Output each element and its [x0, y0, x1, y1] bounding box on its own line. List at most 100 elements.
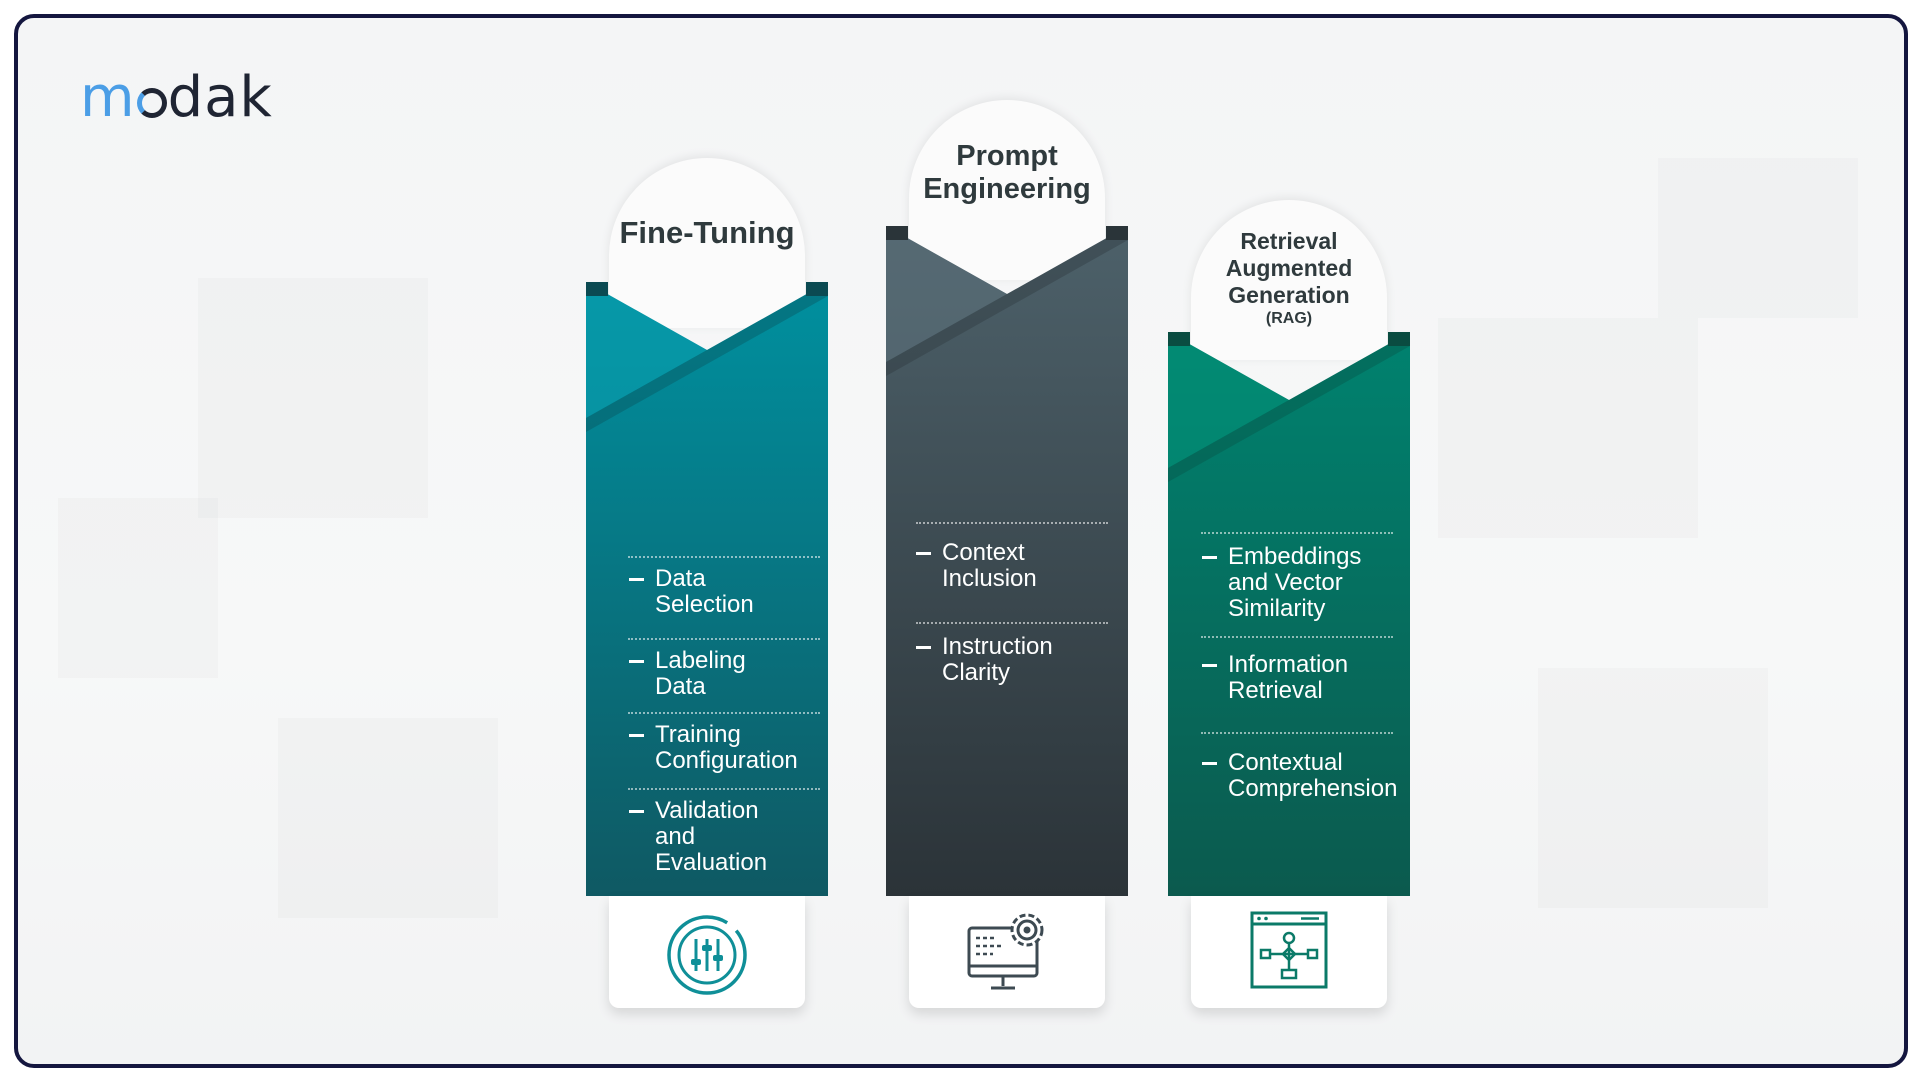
dash-icon — [629, 660, 644, 663]
dash-icon — [629, 734, 644, 737]
item-divider — [628, 638, 820, 640]
panel-fold-left — [886, 226, 1007, 362]
column-panel — [1168, 332, 1410, 896]
column-title: Prompt Engineering — [909, 140, 1105, 206]
panel-shape — [586, 282, 828, 896]
icon-ring — [667, 915, 747, 995]
title-subtitle: (RAG) — [1265, 310, 1313, 327]
panel-corner — [1106, 226, 1128, 240]
flow-node-bottom — [1280, 968, 1298, 980]
slider-knob — [691, 959, 701, 965]
item-line: Validation and — [655, 797, 759, 850]
item-line: Evaluation — [655, 849, 768, 876]
computer-gear-icon — [967, 913, 1044, 990]
item-line: Clarity — [942, 659, 1011, 686]
item-divider — [1201, 732, 1393, 734]
item-line: Labeling Data — [655, 647, 746, 700]
item-line: Inclusion — [942, 565, 1037, 592]
panel-fold-shadow — [886, 226, 1128, 376]
item-line: Training — [655, 721, 741, 748]
flow-node-top — [1282, 931, 1296, 945]
item-divider — [916, 522, 1108, 524]
item-line: Information — [1228, 651, 1349, 678]
column-title: Fine-Tuning — [609, 216, 805, 250]
item-line: Context — [942, 539, 1025, 566]
dash-icon — [1202, 762, 1217, 765]
title-line: Augmented — [1225, 255, 1353, 281]
item-divider — [916, 622, 1108, 624]
item-line: Contextual — [1228, 749, 1343, 776]
icon-inner-ring — [677, 925, 737, 985]
title-line: Retrieval — [1240, 228, 1338, 254]
logo-letters: dak — [167, 65, 273, 130]
panel-body — [586, 282, 828, 896]
background-tile — [1438, 318, 1698, 538]
column-panel — [886, 226, 1128, 896]
column-title-cap: Retrieval Augmented Generation (RAG) — [1191, 200, 1387, 360]
background-tile — [1658, 158, 1858, 318]
panel-corner — [586, 282, 608, 296]
panel-body — [1168, 332, 1410, 896]
window-frame — [1250, 911, 1328, 989]
panel-corner — [1168, 332, 1190, 346]
item-line: Data Selection — [655, 565, 754, 618]
dash-icon — [1202, 664, 1217, 667]
dash-icon — [916, 552, 931, 555]
background-tile — [278, 718, 498, 918]
panel-corner — [886, 226, 908, 240]
title-line: Fine-Tuning — [619, 215, 795, 250]
panel-corner — [806, 282, 828, 296]
logo-ring-icon — [136, 88, 167, 118]
dash-icon — [629, 578, 644, 581]
background-tile — [58, 498, 218, 678]
workflow-diagram-icon — [1250, 911, 1328, 989]
icon-tab — [609, 896, 805, 1008]
column-title: Retrieval Augmented Generation (RAG) — [1191, 228, 1387, 329]
icon-tab — [909, 896, 1105, 1008]
window-dot — [1257, 916, 1261, 921]
item-divider — [628, 556, 820, 558]
window-dot — [1264, 916, 1268, 921]
item-divider — [1201, 636, 1393, 638]
column-title-cap: Prompt Engineering — [909, 100, 1105, 280]
dash-icon — [1202, 556, 1217, 559]
background-tile — [198, 278, 428, 518]
item-line: and Vector — [1228, 569, 1343, 596]
panel-fold-shadow — [586, 282, 828, 432]
item-line: Comprehension — [1228, 775, 1398, 802]
title-line: Generation — [1228, 282, 1350, 308]
item-line: Configuration — [655, 747, 798, 774]
item-line: Instruction — [942, 633, 1053, 660]
dash-icon — [629, 810, 644, 813]
item-line: Retrieval — [1228, 677, 1323, 704]
item-divider — [628, 788, 820, 790]
gear-hub — [1023, 926, 1031, 934]
column-panel — [586, 282, 828, 896]
panel-fold-shadow — [1168, 332, 1410, 482]
panel-shape — [886, 226, 1128, 896]
panel-shape — [1168, 332, 1410, 896]
slider-knob — [702, 945, 712, 951]
title-line: Engineering — [923, 173, 1091, 205]
column-title-cap: Fine-Tuning — [609, 158, 805, 328]
flow-node-right — [1306, 948, 1319, 960]
settings-sliders-icon — [667, 915, 747, 995]
panel-fold-left — [1168, 332, 1289, 468]
item-line: Similarity — [1228, 595, 1326, 622]
panel-corner — [1388, 332, 1410, 346]
item-divider — [628, 712, 820, 714]
slider-knob — [713, 955, 723, 961]
flow-node-left — [1259, 948, 1272, 960]
gear-ring — [1016, 919, 1038, 941]
item-divider — [1201, 532, 1393, 534]
title-line: Prompt — [956, 140, 1058, 172]
panel-body — [886, 226, 1128, 896]
dash-icon — [916, 646, 931, 649]
background-tile — [1538, 668, 1768, 908]
panel-fold-left — [586, 282, 707, 418]
item-line: Embeddings — [1228, 543, 1362, 570]
flow-decision — [1281, 946, 1297, 962]
logo-letter-m: m — [80, 65, 136, 130]
